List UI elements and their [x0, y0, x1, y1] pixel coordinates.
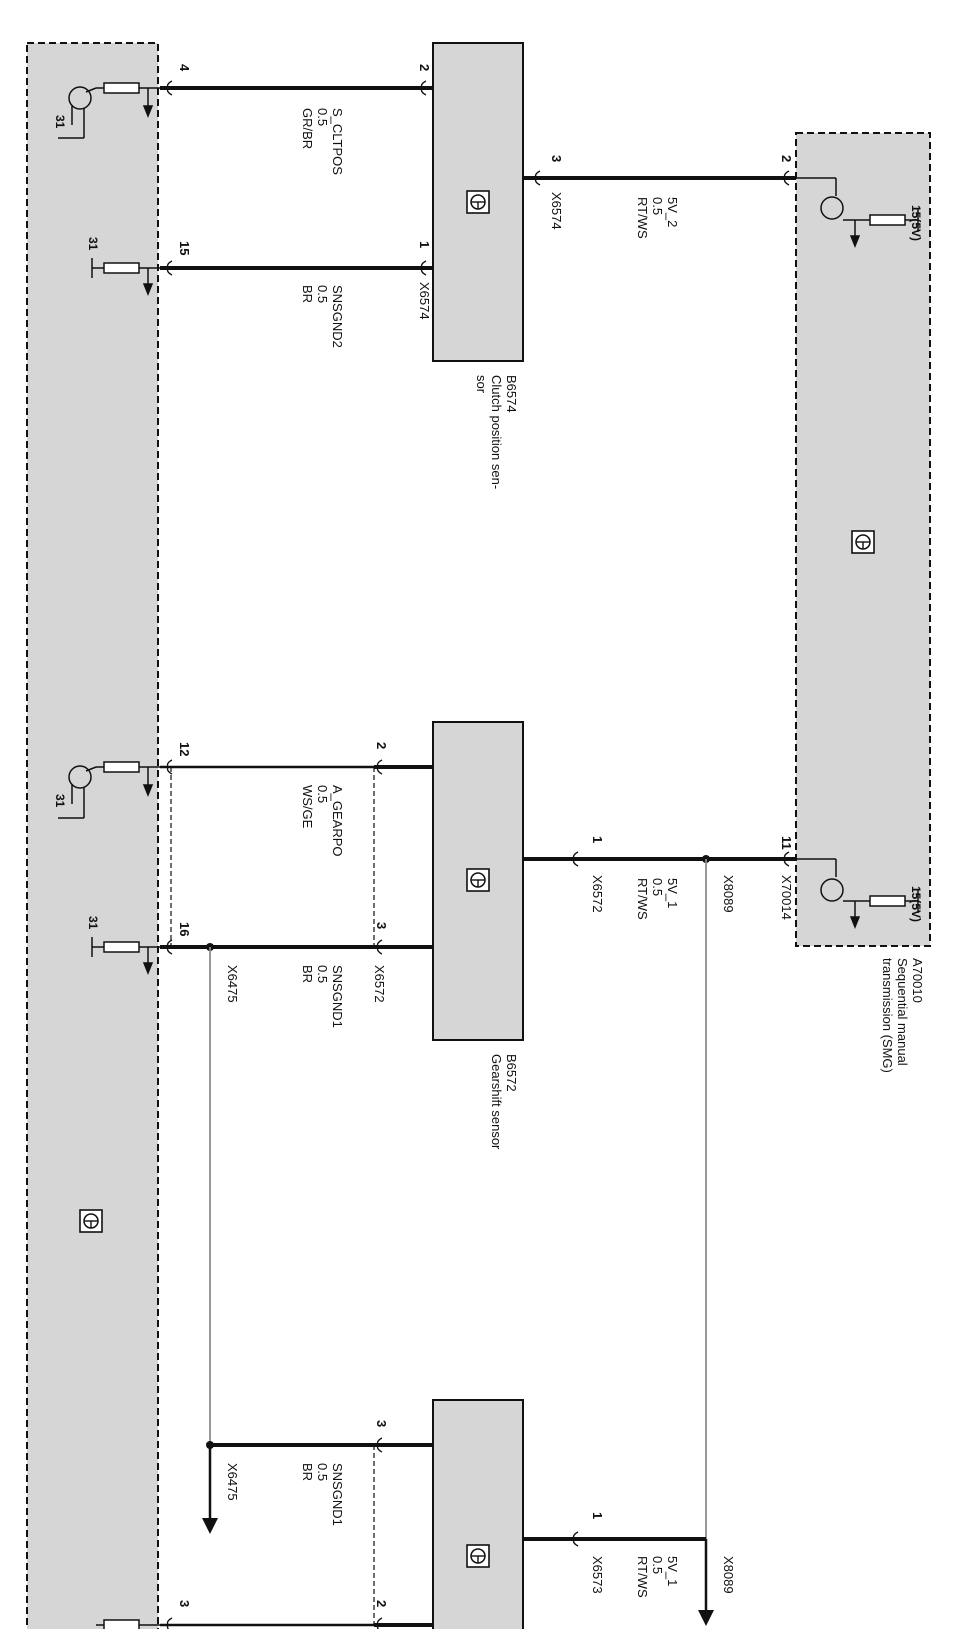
- gearshift-sensor-symbol-icon: [466, 868, 490, 892]
- wire-color: RT/WS: [635, 197, 650, 239]
- wire-size: 0.5: [315, 1463, 330, 1481]
- wire-name: SNSGND2: [330, 285, 345, 348]
- pin-number: 2: [779, 155, 794, 162]
- pin-number: 3: [177, 1600, 192, 1607]
- connector-label: X6572: [372, 965, 387, 1003]
- ground-label: 31: [53, 794, 67, 808]
- pin-number: 3: [374, 922, 389, 929]
- wire-size: 0.5: [315, 965, 330, 983]
- wire-name: SNSGND1: [330, 1463, 345, 1526]
- wire-name: S_CLTPOS: [330, 108, 345, 175]
- connector-label: X6573: [590, 1556, 605, 1594]
- pin-number: 4: [177, 64, 192, 72]
- pin-number: 1: [590, 836, 605, 843]
- connector-label: X6574: [549, 192, 564, 230]
- wire-color: BR: [300, 965, 315, 983]
- wire-color: WS/GE: [300, 785, 315, 829]
- pin-number: 3: [374, 1420, 389, 1427]
- connector-label: X6574: [417, 282, 432, 320]
- connector-label: X6475: [225, 1463, 240, 1501]
- wire-snsgnd1-a: [160, 939, 433, 1445]
- third-sensor-box: [432, 1399, 524, 1629]
- pin-number: 16: [177, 922, 192, 936]
- wire-name: SNSGND1: [330, 965, 345, 1028]
- pin-number: 2: [374, 742, 389, 749]
- clutch-sensor-symbol-icon: [466, 190, 490, 214]
- wire-snsgnd1-b: [202, 1437, 433, 1534]
- pin-number: 1: [590, 1512, 605, 1519]
- smg-circuit-pin-11: [794, 858, 919, 930]
- wire-size: 0.5: [315, 108, 330, 126]
- smg-module-name: Sequential manual: [895, 958, 910, 1066]
- wire-size: 0.5: [650, 1556, 665, 1574]
- wire-color: BR: [300, 1463, 315, 1481]
- wire-color: RT/WS: [635, 878, 650, 920]
- left-circuit-pin-15: [91, 258, 160, 297]
- wire-name: 5V_2: [665, 197, 680, 227]
- wire-size: 0.5: [315, 285, 330, 303]
- wire-snsgnd2: [160, 260, 433, 276]
- pin-number: 2: [374, 1600, 389, 1607]
- third-sensor-symbol-icon: [466, 1544, 490, 1568]
- wire-5v-1-a: [523, 851, 796, 1539]
- connector-label: X8089: [721, 1556, 736, 1594]
- connector-label: X70014: [779, 875, 794, 920]
- pin-number: 1: [417, 241, 432, 248]
- pin-number: 2: [417, 64, 432, 71]
- connector-label: X6475: [225, 965, 240, 1003]
- wire-name: 5V_1: [665, 1556, 680, 1586]
- pin-number: 3: [549, 155, 564, 162]
- ground-label: 31: [53, 115, 67, 129]
- wire-5v-1-b: [523, 1531, 714, 1626]
- smg-circuit-pin-2: [794, 177, 919, 249]
- wire-color: RT/WS: [635, 1556, 650, 1598]
- wire-5v-2: [523, 170, 796, 186]
- pin-number: 15: [177, 241, 192, 255]
- wire-a-gearpo: [160, 759, 433, 775]
- wire-size: 0.5: [650, 878, 665, 896]
- supply-label: 15(5V): [909, 205, 923, 241]
- connector-label: X6572: [590, 875, 605, 913]
- connector-label: X8089: [721, 875, 736, 913]
- ground-label: 31: [86, 916, 100, 930]
- pin-number: 11: [779, 836, 794, 850]
- clutch-sensor-name: Clutch position sen-: [489, 375, 504, 489]
- left-circuit-pin-3: [96, 1619, 160, 1629]
- wire-s-cltpos: [160, 80, 433, 96]
- clutch-sensor-id: B6574: [504, 375, 519, 413]
- ground-label: 31: [86, 237, 100, 251]
- left-circuit-pin-12: [58, 761, 160, 819]
- smg-module-name: transmission (SMG): [880, 958, 895, 1073]
- gearshift-sensor-id: B6572: [504, 1054, 519, 1092]
- wire-bottom-pin-3: [160, 1617, 433, 1629]
- wire-size: 0.5: [650, 197, 665, 215]
- wire-name: A_GEARPO: [330, 785, 345, 857]
- left-circuit-pin-16: [91, 937, 160, 976]
- wire-name: 5V_1: [665, 878, 680, 908]
- left-circuit-pin-4: [58, 82, 160, 139]
- smg-symbol-icon: [851, 530, 875, 554]
- clutch-sensor-name: sor: [474, 375, 489, 394]
- supply-label: 15(5V): [909, 886, 923, 922]
- left-module-symbol-icon: [79, 1209, 103, 1233]
- wire-size: 0.5: [315, 785, 330, 803]
- left-control-module: [26, 42, 159, 1629]
- pin-number: 12: [177, 742, 192, 756]
- gearshift-sensor-name: Gearshift sensor: [489, 1054, 504, 1150]
- smg-module-id: A70010: [910, 958, 925, 1003]
- wire-color: BR: [300, 285, 315, 303]
- wire-color: GR/BR: [300, 108, 315, 149]
